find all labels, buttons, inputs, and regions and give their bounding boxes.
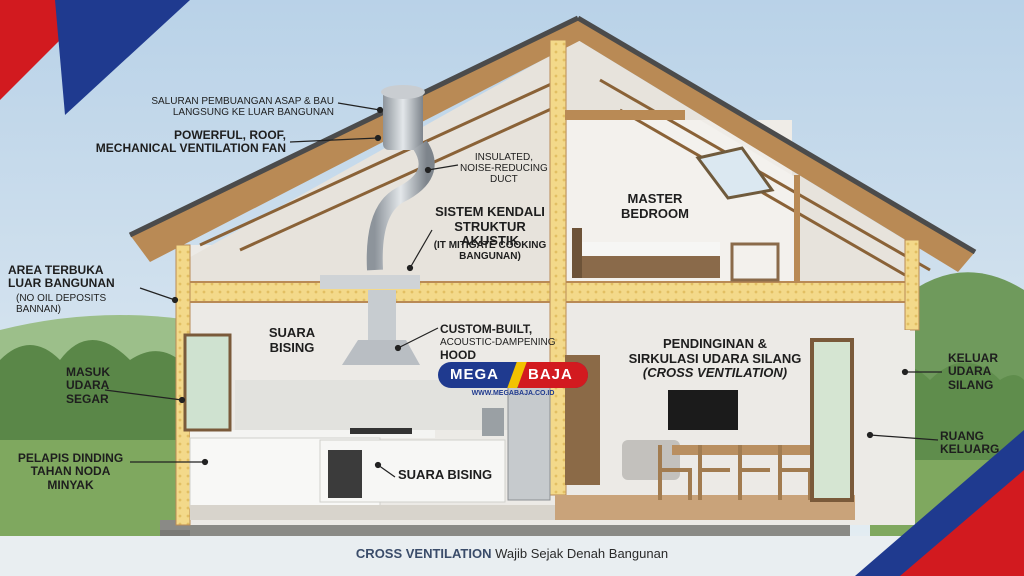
kitchen-floor bbox=[190, 505, 555, 520]
label-hood: CUSTOM-BUILT, bbox=[440, 322, 533, 336]
caption-highlight: CROSS VENTILATION bbox=[355, 546, 492, 561]
logo-left-word: MEGA bbox=[450, 366, 499, 383]
dining-table bbox=[672, 445, 820, 455]
megabaja-logo: MEGA BAJA WWW.MEGABAJA.CO.ID bbox=[438, 362, 588, 404]
shrubs-left bbox=[0, 340, 185, 440]
label-hood-word: HOOD bbox=[440, 348, 476, 362]
ceiling-insulation bbox=[184, 281, 911, 303]
roof-fan-cap bbox=[381, 85, 425, 99]
dining-chairs bbox=[658, 445, 812, 500]
flexible-duct bbox=[366, 140, 435, 271]
label-master-bedroom: MASTER BEDROOM bbox=[621, 191, 689, 221]
label-acoustic-control: SISTEM KENDALI STRUKTUR AKUSTIK bbox=[435, 204, 545, 249]
cooktop bbox=[350, 428, 412, 434]
label-noise-lower: SUARA BISING bbox=[398, 467, 493, 482]
fridge-dispenser bbox=[482, 408, 504, 436]
label-air-out: KELUAR UDARA SILANG bbox=[948, 351, 998, 392]
skylight bbox=[695, 146, 775, 200]
label-acoustic-control-sub: (IT MITIGATE COOKING BANGUNAN) bbox=[433, 240, 547, 263]
patio-door-frame bbox=[810, 338, 854, 502]
label-open-area-sub: (NO OIL DEPOSITS BANNAN) bbox=[16, 293, 107, 316]
label-fresh-air-in: MASUK UDARA SEGAR bbox=[66, 365, 110, 406]
logo-red-half bbox=[518, 362, 588, 388]
living-right-wall bbox=[870, 330, 910, 500]
label-outdoor-room: RUANG KELUARG bbox=[940, 430, 1000, 457]
roof-right bbox=[578, 18, 975, 272]
label-exhaust-duct: SALURAN PEMBUANGAN ASAP & BAU LANGSUNG K… bbox=[151, 96, 334, 119]
label-roof-fan: POWERFUL, ROOF, MECHANICAL VENTILATION F… bbox=[95, 128, 286, 156]
logo-bar: MEGA BAJA bbox=[438, 362, 588, 388]
caption-rest: Wajib Sejak Denah Bangunan bbox=[491, 546, 669, 561]
kitchen-counter bbox=[190, 430, 435, 438]
wine-cooler bbox=[328, 450, 362, 498]
roof-edge-right bbox=[576, 15, 977, 255]
partition-insulation bbox=[549, 39, 567, 496]
refrigerator bbox=[507, 374, 551, 501]
right-wall-insulation bbox=[904, 239, 920, 331]
logo-url: WWW.MEGABAJA.CO.ID bbox=[471, 390, 555, 397]
roof-edge-left bbox=[128, 15, 580, 238]
sofa bbox=[622, 440, 680, 480]
label-insulated-duct: INSULATED, NOISE-REDUCING DUCT bbox=[460, 152, 548, 186]
tv bbox=[668, 390, 738, 430]
kitchen-window bbox=[183, 333, 232, 432]
corner-red-bottom-right bbox=[900, 470, 1024, 576]
logo-right-word: BAJA bbox=[528, 366, 573, 383]
ceiling-duct-box bbox=[320, 275, 420, 289]
leader-lines bbox=[104, 102, 942, 478]
label-open-area: AREA TERBUKA LUAR BANGUNAN bbox=[8, 263, 115, 291]
bedside-table bbox=[730, 242, 780, 282]
label-noise-upper: SUARA BISING bbox=[268, 325, 316, 355]
bedroom-floor-beam bbox=[565, 110, 685, 120]
roof-left bbox=[130, 18, 585, 262]
label-wall-coating: PELAPIS DINDING TAHAN NODA MINYAK bbox=[17, 451, 124, 492]
label-hood-sub: ACOUSTIC-DAMPENING bbox=[440, 337, 556, 348]
label-cross-vent-italic: (CROSS VENTILATION) bbox=[642, 365, 788, 380]
hood-chimney bbox=[368, 290, 396, 340]
bed-headboard bbox=[572, 228, 582, 278]
caption: CROSS VENTILATION Wajib Sejak Denah Bang… bbox=[0, 546, 1024, 561]
corner-blue-top-left bbox=[55, 0, 190, 115]
label-cooling: PENDINGINAN & SIRKULASI UDARA SILANG bbox=[628, 336, 802, 366]
living-floor bbox=[555, 495, 855, 520]
caption-band bbox=[0, 536, 1024, 576]
bed-mattress bbox=[575, 242, 720, 256]
roof-fan-housing bbox=[383, 90, 423, 150]
